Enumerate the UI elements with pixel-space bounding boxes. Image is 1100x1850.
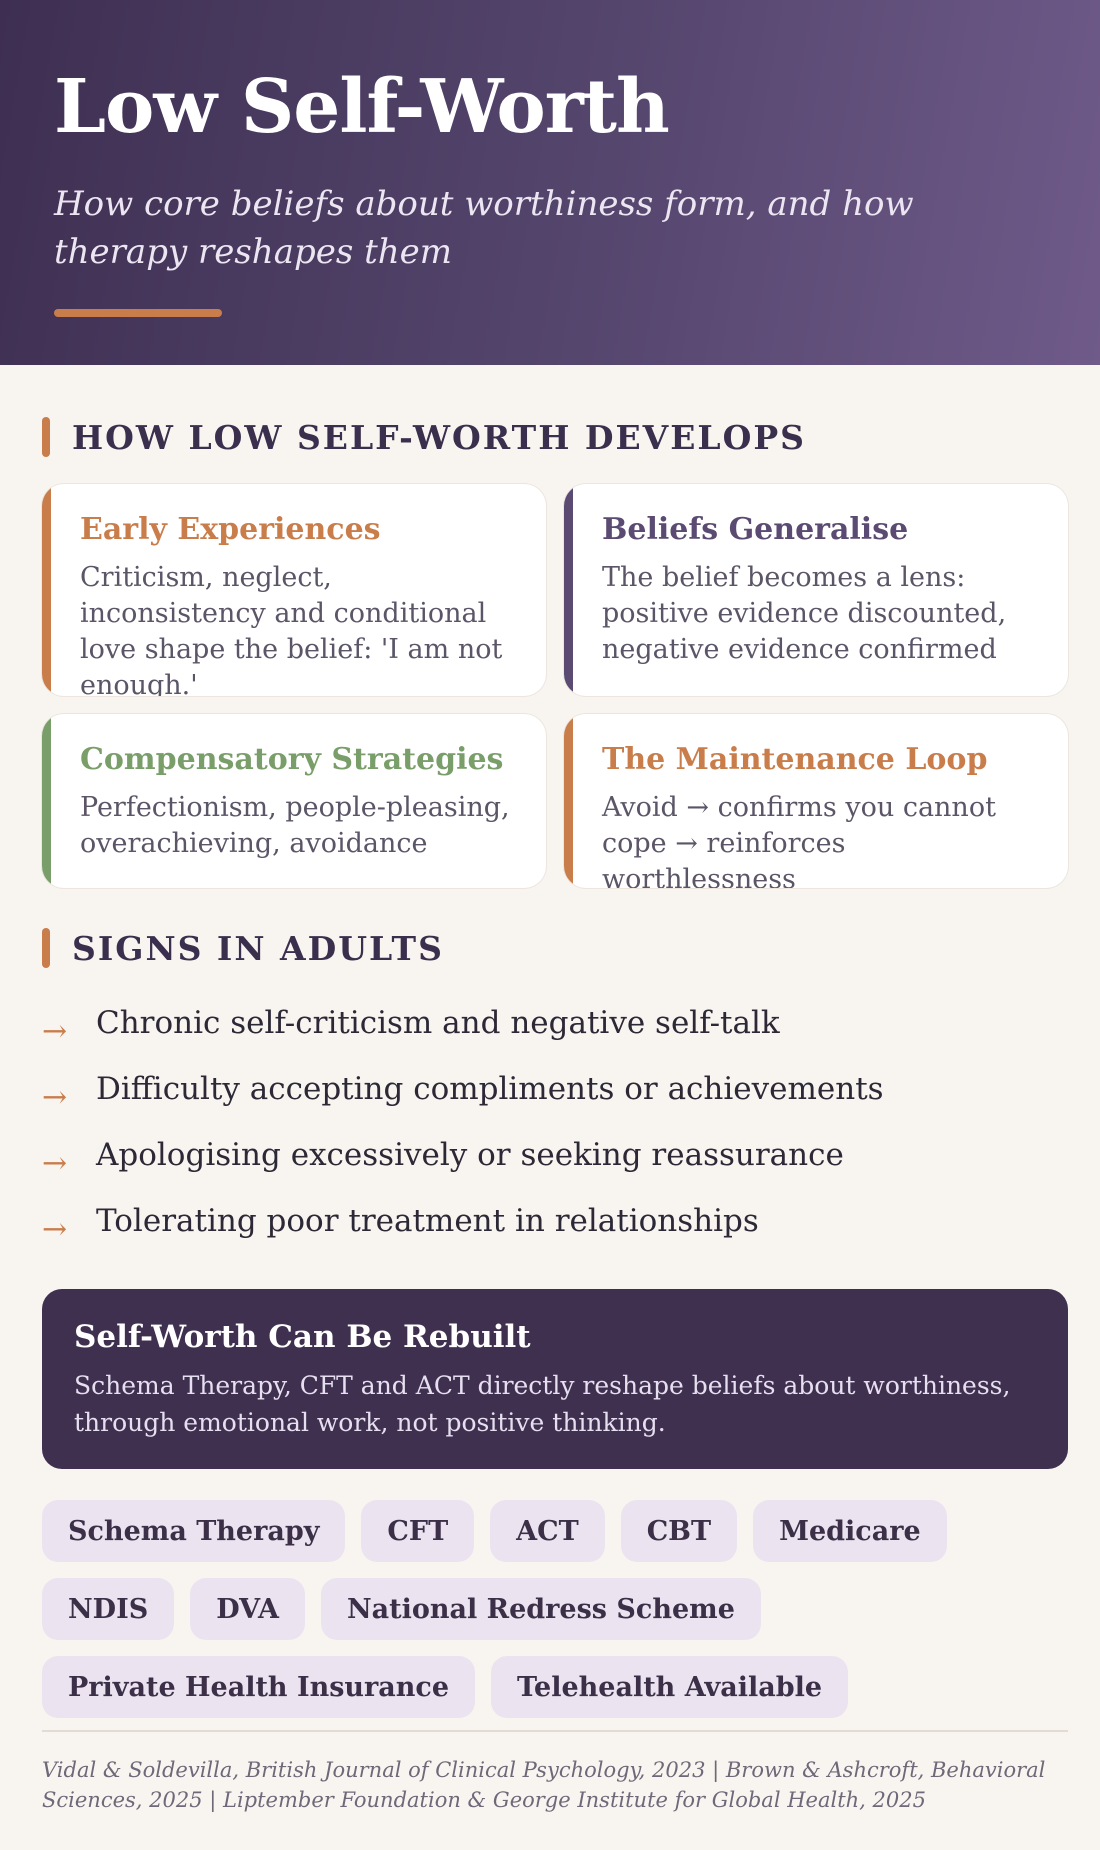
list-item: → Tolerating poor treatment in relations… [42, 1188, 884, 1254]
card-beliefs-generalise: Beliefs Generalise The belief becomes a … [564, 484, 1068, 696]
develops-card-grid: Early Experiences Criticism, neglect, in… [42, 484, 1068, 888]
signs-list: → Chronic self-criticism and negative se… [42, 990, 884, 1254]
arrow-right-icon: → [42, 1079, 68, 1115]
footer-divider [42, 1730, 1068, 1732]
list-item: → Apologising excessively or seeking rea… [42, 1122, 884, 1188]
section-marker [42, 417, 50, 457]
tag-private-health-insurance: Private Health Insurance [42, 1656, 476, 1718]
tag-schema-therapy: Schema Therapy [42, 1500, 346, 1562]
card-text: Criticism, neglect, inconsistency and co… [80, 562, 503, 696]
references-text: Vidal & Soldevilla, British Journal of C… [42, 1758, 1046, 1812]
arrow-right-icon: → [42, 1211, 68, 1247]
list-item-text: Difficulty accepting compliments or achi… [96, 1071, 884, 1107]
card-text: Avoid → confirms you cannot cope → reinf… [602, 792, 996, 888]
tag-medicare: Medicare [753, 1500, 947, 1562]
card-title: The Maintenance Loop [602, 742, 988, 777]
section-title: SIGNS IN ADULTS [72, 928, 444, 968]
section-title: HOW LOW SELF-WORTH DEVELOPS [72, 417, 806, 457]
arrow-right-icon: → [42, 1145, 68, 1181]
tag-dva: DVA [190, 1578, 305, 1640]
tag-ndis: NDIS [42, 1578, 175, 1640]
callout-box: Self-Worth Can Be Rebuilt Schema Therapy… [42, 1289, 1068, 1469]
card-maintenance-loop: The Maintenance Loop Avoid → confirms yo… [564, 714, 1068, 888]
list-item-text: Apologising excessively or seeking reass… [96, 1137, 844, 1173]
callout-text: Schema Therapy, CFT and ACT directly res… [74, 1371, 1011, 1437]
list-item-text: Tolerating poor treatment in relationshi… [96, 1203, 759, 1239]
card-text: Perfectionism, people-pleasing, overachi… [80, 792, 510, 859]
page-subtitle: How core beliefs about worthiness form, … [54, 184, 914, 272]
list-item: → Difficulty accepting compliments or ac… [42, 1056, 884, 1122]
list-item-text: Chronic self-criticism and negative self… [96, 1005, 780, 1041]
card-early-experiences: Early Experiences Criticism, neglect, in… [42, 484, 546, 696]
tag-national-redress-scheme: National Redress Scheme [320, 1578, 761, 1640]
card-text: The belief becomes a lens: positive evid… [602, 562, 1007, 665]
card-title: Early Experiences [80, 512, 381, 547]
header-banner: Low Self-Worth How core beliefs about wo… [0, 0, 1100, 365]
tag-telehealth-available: Telehealth Available [491, 1656, 849, 1718]
arrow-right-icon: → [42, 1013, 68, 1049]
tag-cft: CFT [361, 1500, 475, 1562]
section-header-signs: SIGNS IN ADULTS [42, 926, 444, 970]
card-compensatory-strategies: Compensatory Strategies Perfectionism, p… [42, 714, 546, 888]
section-marker [42, 928, 50, 968]
card-title: Beliefs Generalise [602, 512, 909, 547]
title-accent-bar [54, 309, 222, 317]
tag-list: Schema Therapy CFT ACT CBT Medicare NDIS… [42, 1500, 1068, 1718]
page-title: Low Self-Worth [54, 64, 670, 150]
callout-title: Self-Worth Can Be Rebuilt [74, 1319, 531, 1355]
list-item: → Chronic self-criticism and negative se… [42, 990, 884, 1056]
card-title: Compensatory Strategies [80, 742, 504, 777]
tag-act: ACT [490, 1500, 605, 1562]
section-header-develops: HOW LOW SELF-WORTH DEVELOPS [42, 415, 806, 459]
tag-cbt: CBT [620, 1500, 738, 1562]
